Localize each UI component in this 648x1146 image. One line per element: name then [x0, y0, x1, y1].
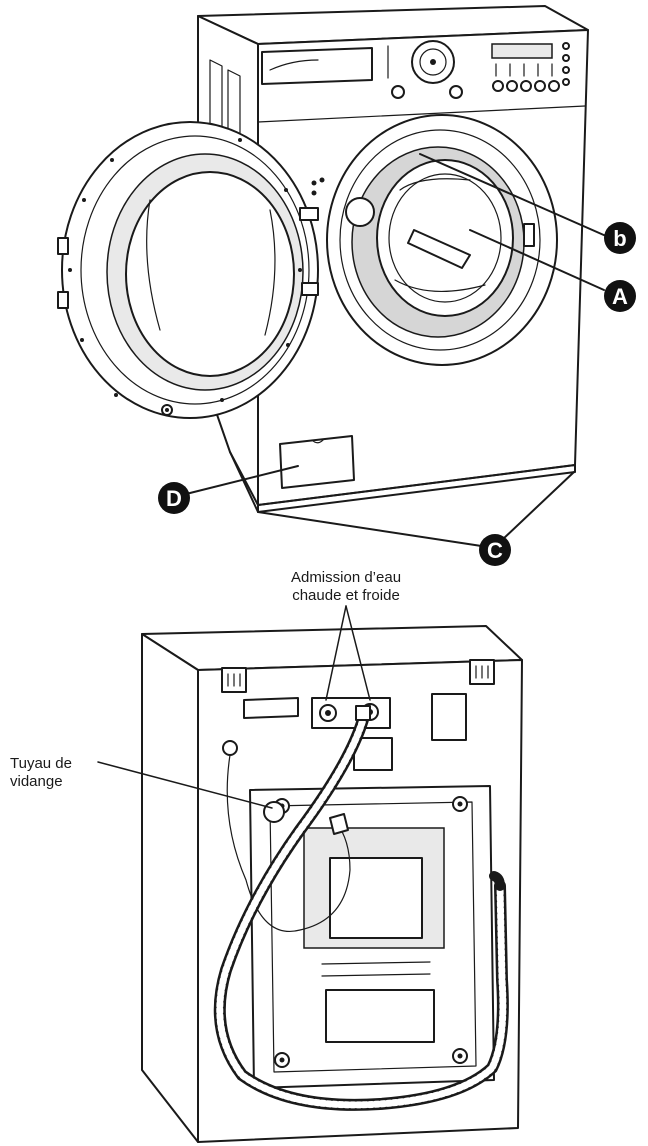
callout-b: b [604, 222, 636, 254]
filter-cover [279, 435, 355, 489]
svg-text:D: D [166, 486, 182, 511]
svg-text:chaude et froide: chaude et froide [292, 587, 400, 604]
rear-view-washer [141, 625, 523, 1143]
detergent-drawer [261, 47, 373, 85]
control-buttons [492, 42, 570, 92]
svg-text:vidange: vidange [10, 773, 63, 790]
svg-text:A: A [612, 284, 628, 309]
drum-lifter [407, 229, 471, 269]
water-inlet-label: Admission d’eau chaude et froide [291, 569, 401, 604]
water-inlet-valves [311, 697, 391, 729]
callout-d: D [158, 482, 190, 514]
svg-text:b: b [613, 226, 626, 251]
svg-text:Admission d’eau: Admission d’eau [291, 569, 401, 586]
callout-c: C [479, 534, 511, 566]
open-door [57, 121, 319, 419]
program-dial [411, 40, 455, 84]
control-display [491, 43, 553, 59]
svg-text:C: C [487, 538, 503, 563]
callout-a: A [604, 280, 636, 312]
drain-hose-label: Tuyau de vidange [10, 755, 72, 790]
door-opening [311, 114, 558, 366]
front-view-washer [57, 5, 589, 513]
svg-text:Tuyau de: Tuyau de [10, 755, 72, 772]
